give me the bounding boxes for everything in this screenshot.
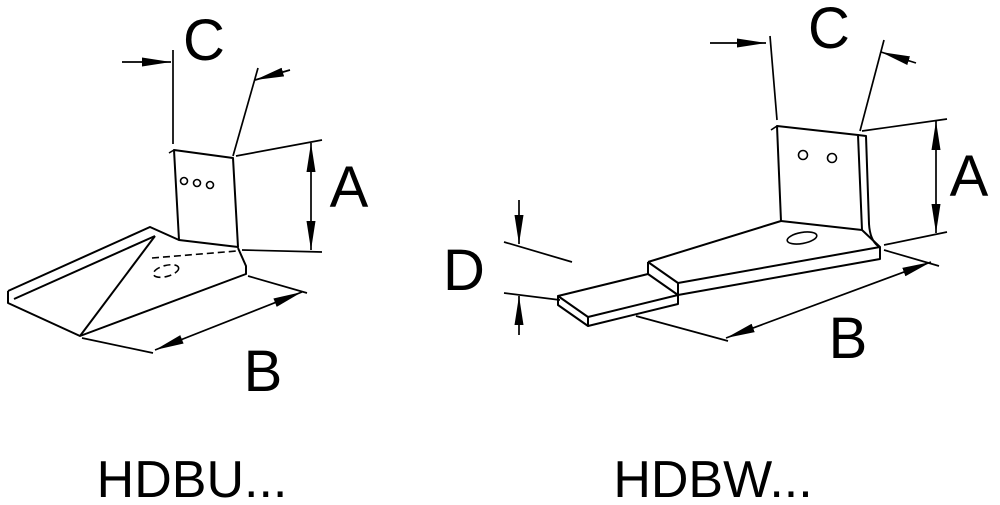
hdbw-dim-d-extension-bottom: [503, 292, 561, 301]
hdbw-dim-label-b: B: [829, 306, 868, 371]
hdbw-dim-a-extension-bottom: [883, 231, 948, 246]
hdbu-wedge-crease: [79, 235, 156, 337]
hdbw-dim-c-extension-right: [859, 39, 885, 132]
hdbw-dim-d-extension-top: [503, 241, 573, 263]
hdbu-nail-hole: [179, 176, 189, 186]
hdbu-dim-label-b: B: [244, 339, 283, 404]
hdbu-hidden-bend-line: [151, 250, 238, 259]
hdbw-bracket-figure: C A D B HDBW...: [443, 0, 989, 505]
hdbw-dim-b-extension-left: [635, 315, 729, 342]
hdbw-dim-label-c: C: [808, 0, 850, 61]
hdbu-dim-c-arrow-right: [254, 67, 291, 81]
hdbu-hidden-hole: [152, 263, 180, 279]
hdbw-nail-hole: [826, 152, 838, 164]
hdbu-ridge-top-edge: [7, 226, 180, 292]
hdbw-strip-front-face: [587, 295, 679, 327]
hdbw-dim-b-extension-right: [883, 249, 940, 267]
hdbw-tab-outline: [776, 125, 863, 231]
hdbu-dim-b-extension-left: [81, 337, 154, 354]
hdbw-tab-thickness-edge: [770, 125, 778, 131]
hdbu-base-outline: [7, 247, 247, 337]
hdbu-part-label: HDBU...: [97, 451, 288, 505]
hdbu-tab-thickness-edge: [168, 149, 175, 154]
hdbu-dim-label-c: C: [183, 8, 225, 73]
hdbw-base-top-outline: [647, 229, 881, 284]
hdbw-nail-hole: [797, 149, 809, 161]
hdbu-nail-hole: [205, 180, 215, 190]
hdbu-vertical-tab: [168, 149, 239, 248]
hdbu-dimensions: [81, 50, 323, 354]
hdbw-strip-left-end-face: [557, 296, 589, 327]
hdbw-dim-b-line: [725, 261, 932, 339]
hdbu-bracket-figure: C A B HDBU...: [7, 8, 369, 505]
hdbw-part-label: HDBW...: [613, 451, 812, 505]
hdbw-dim-label-a: A: [950, 144, 989, 209]
hdbw-base-front-face: [677, 247, 881, 296]
hdbu-nail-hole: [192, 178, 202, 188]
hdbu-dim-a-extension-top: [235, 139, 323, 157]
hdbw-dim-a-extension-top: [861, 118, 948, 132]
hdbw-dim-label-d: D: [443, 238, 485, 303]
hdbu-tab-outline: [173, 149, 239, 248]
hdbu-dim-b-line: [154, 291, 303, 351]
hdbw-dim-c-arrow-right: [880, 51, 917, 65]
hdbw-dim-c-extension-left: [769, 35, 778, 121]
hdbu-dim-a-extension-bottom: [241, 249, 323, 253]
hdbw-dimensions: [503, 35, 948, 342]
hdbw-vertical-tab: [770, 125, 879, 247]
hdbu-dim-label-a: A: [330, 155, 369, 220]
hdbu-dim-c-extension-right: [232, 67, 259, 157]
hdbw-bolt-slot: [786, 231, 818, 245]
hdbu-ridge-lower-edge: [13, 235, 156, 300]
hdbw-strip-top-surface: [557, 273, 679, 318]
hdbw-base-back-edge: [647, 220, 782, 263]
hdbu-dim-b-extension-right: [247, 275, 308, 294]
